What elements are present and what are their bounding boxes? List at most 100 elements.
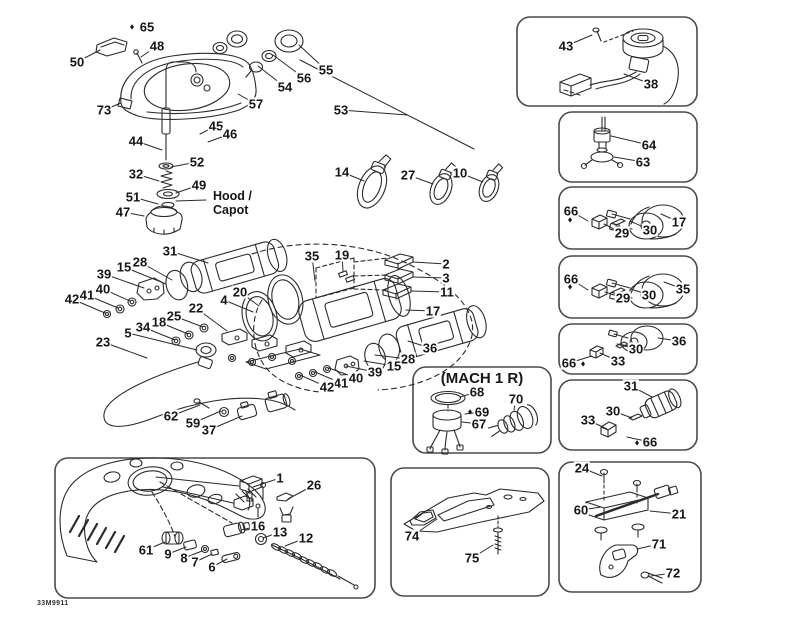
callout-54: 54 [276, 79, 294, 95]
callout-36: 36 [670, 333, 688, 349]
bulb-socket-art [580, 116, 624, 170]
callout-17: 17 [670, 214, 688, 230]
special-part-dot: ♦ [634, 437, 640, 448]
callout-30: 30 [627, 341, 645, 357]
box-gauge-17 [558, 186, 698, 250]
callout-71: 71 [650, 536, 668, 552]
callout-13: 13 [271, 524, 289, 540]
callout-25: 25 [165, 308, 183, 324]
callout-18: 18 [150, 314, 168, 330]
callout-16: 16 [249, 518, 267, 534]
callout-30: 30 [640, 287, 658, 303]
callout-72: 72 [664, 565, 682, 581]
callout-42: 42 [63, 291, 81, 307]
callout-41: 41 [78, 287, 96, 303]
special-part-dot: ♦ [567, 281, 573, 292]
special-part-dot: ♦ [580, 358, 586, 369]
box-gauge-36 [558, 323, 698, 375]
callout-34: 34 [134, 319, 152, 335]
hood-latch-art [145, 61, 211, 235]
callout-8: 8 [179, 550, 189, 566]
callout-17: 17 [424, 303, 442, 319]
box-bulb-socket [558, 111, 698, 183]
callout-36: 36 [421, 340, 439, 356]
callout-70: 70 [507, 391, 525, 407]
fuel-gauge-art [426, 390, 539, 455]
callout-63: 63 [634, 154, 652, 170]
callout-31: 31 [161, 243, 179, 259]
callout-43: 43 [557, 38, 575, 54]
callout-56: 56 [295, 70, 313, 86]
callout-19: 19 [333, 247, 351, 263]
callout-73: 73 [95, 102, 113, 118]
inset-boxes [54, 16, 702, 599]
callout-15: 15 [385, 358, 403, 374]
callout-33: 33 [609, 353, 627, 369]
callout-65: 65 [138, 19, 156, 35]
callout-35: 35 [674, 281, 692, 297]
callout-55: 55 [317, 62, 335, 78]
callout-61: 61 [137, 542, 155, 558]
callout-28: 28 [399, 351, 417, 367]
callout-40: 40 [94, 281, 112, 297]
callout-46: 46 [221, 126, 239, 142]
module-bracket-art [585, 468, 679, 584]
callout-15: 15 [115, 259, 133, 275]
callout-35: 35 [303, 248, 321, 264]
callout-68: 68 [468, 384, 486, 400]
callout-49: 49 [190, 177, 208, 193]
callout-66: 66 [560, 355, 578, 371]
ignition-switch-art [559, 27, 679, 105]
console-art [59, 457, 359, 590]
support-plate-art [403, 488, 545, 555]
bulb-holder-art [600, 388, 682, 438]
hood-capot-label: Hood / Capot [212, 189, 253, 218]
special-part-dot: ♦ [567, 214, 573, 225]
callout-52: 52 [188, 154, 206, 170]
callout-66: 66 [641, 434, 659, 450]
callout-38: 38 [642, 76, 660, 92]
callout-48: 48 [148, 38, 166, 54]
callout-26: 26 [305, 477, 323, 493]
box-support-plate [390, 467, 550, 597]
callout-66: 66 [562, 203, 580, 219]
page-code: 33M9911 [37, 600, 69, 607]
box-console [54, 457, 376, 599]
special-part-dot: ♦ [467, 406, 473, 417]
callout-66: 66 [562, 271, 580, 287]
callout-44: 44 [127, 133, 145, 149]
callout-9: 9 [163, 546, 173, 562]
callout-3: 3 [441, 270, 451, 286]
callout-47: 47 [114, 204, 132, 220]
callout-20: 20 [231, 284, 249, 300]
box-gauge-35 [558, 255, 698, 319]
special-part-dot: ♦ [129, 21, 135, 32]
callout-57: 57 [247, 96, 265, 112]
callout-28: 28 [131, 254, 149, 270]
straps-art [356, 154, 504, 209]
callout-5: 5 [123, 325, 133, 341]
callout-1: 1 [275, 470, 285, 486]
callout-67: 67 [470, 416, 488, 432]
callout-69: 69 [473, 404, 491, 420]
callout-6: 6 [207, 559, 217, 575]
callout-39: 39 [95, 266, 113, 282]
callout-21: 21 [670, 506, 688, 522]
callout-50: 50 [68, 54, 86, 70]
callout-10: 10 [451, 165, 469, 181]
callout-31: 31 [622, 378, 640, 394]
muffler-cluster-art [102, 238, 487, 427]
callout-42: 42 [318, 379, 336, 395]
callout-41: 41 [332, 375, 350, 391]
callout-23: 23 [94, 334, 112, 350]
callout-29: 29 [614, 290, 632, 306]
callout-14: 14 [333, 164, 351, 180]
box-module-bracket [558, 461, 702, 593]
callout-24: 24 [573, 460, 591, 476]
callout-45: 45 [207, 118, 225, 134]
callout-22: 22 [187, 300, 205, 316]
callout-39: 39 [366, 364, 384, 380]
box-ignition [516, 16, 698, 107]
callout-59: 59 [184, 415, 202, 431]
